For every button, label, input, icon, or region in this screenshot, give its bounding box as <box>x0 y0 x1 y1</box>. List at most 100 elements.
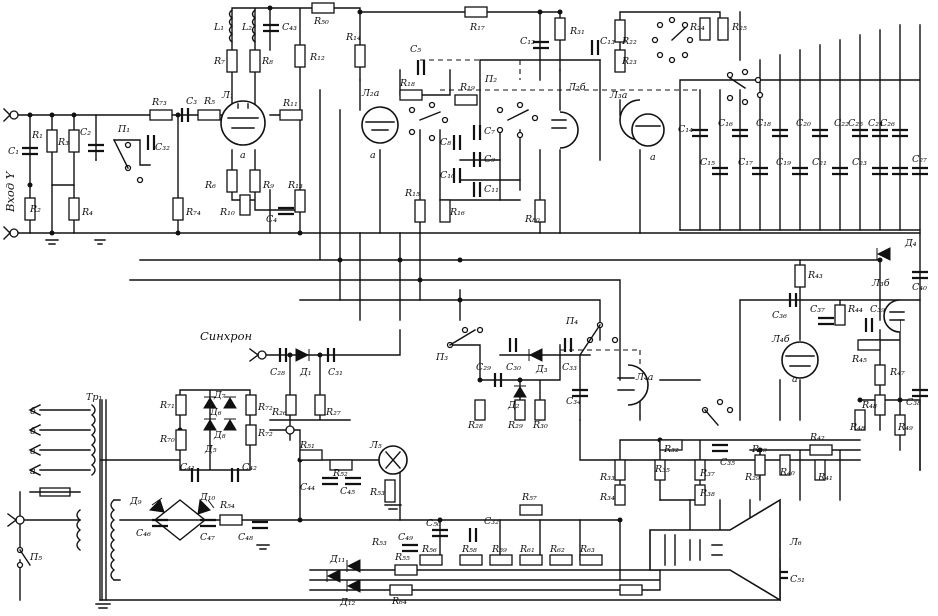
resistor-r18 <box>399 89 423 101</box>
label-r46: R₄₈ <box>849 422 865 433</box>
capacitor-c1 <box>22 146 38 156</box>
resistor-r23 <box>614 49 626 73</box>
label-winding-a1: а <box>30 466 36 477</box>
label-a3: а <box>650 152 656 163</box>
label-c37: C₃₇ <box>810 304 825 315</box>
resistor-r21 <box>245 424 257 446</box>
label-c30: C₃₀ <box>506 362 521 373</box>
resistor-r50 <box>311 2 335 14</box>
label-r25: R₂₅ <box>731 22 747 33</box>
resistor-r27 <box>314 394 326 416</box>
label-c50: C₅₀ <box>426 518 441 529</box>
resistor-r25 <box>717 17 729 41</box>
label-c26: C₂₆ <box>880 118 895 129</box>
label-r72: R₇₂ <box>257 402 273 413</box>
capacitor-c39 <box>864 318 874 332</box>
label-r2: R₂ <box>29 204 41 215</box>
label-r18: R₁₈ <box>399 78 415 89</box>
capacitor-c47 <box>200 518 216 528</box>
diode-d7 <box>223 396 237 409</box>
label-r11: R₁₁ <box>282 98 298 109</box>
resistor-r28 <box>474 399 486 421</box>
terminals <box>3 108 295 527</box>
capacitor-c33 <box>563 338 573 352</box>
resistor-r70 <box>175 429 187 451</box>
diode-d10 <box>197 498 215 515</box>
label-r51: R₅₁ <box>299 440 315 451</box>
capacitor-c41 <box>190 468 200 482</box>
label-r55: R₅₅ <box>394 552 410 563</box>
capacitor-c46 <box>152 518 168 528</box>
label-p4: П₄ <box>565 316 578 327</box>
label-c28: C₂₈ <box>270 367 285 378</box>
resistor-r4 <box>68 197 80 221</box>
resistor-r71 <box>175 394 187 416</box>
switch-p3-lower-rotary <box>726 68 764 106</box>
capacitor-c50 <box>432 528 448 538</box>
resistor-r7 <box>226 49 238 73</box>
input-terminal-top <box>9 110 19 120</box>
resistor-r3 <box>68 129 80 153</box>
resistor-r38 <box>694 484 706 506</box>
capacitor-c24 <box>892 128 908 138</box>
label-r13: R₁₃ <box>287 180 303 191</box>
label-c24: C₂₄ <box>868 118 883 129</box>
switch-p4 <box>579 321 619 356</box>
label-d2: Д₂ <box>507 400 520 411</box>
label-d6: Д₆ <box>209 407 222 418</box>
label-c35: C₃₅ <box>720 457 735 468</box>
inductor-l1 <box>228 9 234 43</box>
label-winding-b2: б <box>30 426 36 437</box>
ground-symbols <box>45 239 402 609</box>
label-d11: Д₁₁ <box>329 554 345 565</box>
label-r27: R₂₇ <box>325 407 341 418</box>
capacitor-c4 <box>278 206 294 216</box>
capacitor-c14 <box>692 128 708 138</box>
label-r31: R₃₁ <box>569 26 585 37</box>
sync-terminal <box>257 350 267 360</box>
label-d12: Д₁₂ <box>339 597 356 608</box>
label-r74: R₇₄ <box>185 207 201 218</box>
capacitor-c11 <box>472 182 482 197</box>
resistor-r34 <box>614 484 626 506</box>
tube-l1 <box>220 100 266 146</box>
label-r64: R₆₄ <box>391 596 407 607</box>
switch-p4-lower <box>701 398 734 426</box>
label-tube-l4a: Л₄а <box>635 372 654 383</box>
resistor-r48 <box>874 394 886 416</box>
label-c8: C₈ <box>440 137 451 148</box>
resistor-r37 <box>694 459 706 481</box>
label-c46: C₄₆ <box>136 528 151 539</box>
diode-d11 <box>326 569 341 583</box>
label-c11: C₁₁ <box>484 184 499 195</box>
capacitor-c19 <box>792 166 808 176</box>
resistor-r49 <box>894 414 906 436</box>
input-terminal-bottom <box>9 228 19 238</box>
resistor-r72 <box>245 394 257 416</box>
resistor-r26 <box>285 394 297 416</box>
label-r58: R₅₈ <box>461 544 477 555</box>
label-a4: а <box>792 374 798 385</box>
tube-l4b <box>781 341 819 379</box>
switch-p1 <box>113 139 144 184</box>
capacitor-c32 <box>146 135 156 150</box>
label-l5: Л₅ <box>369 440 382 451</box>
resistor-r11 <box>279 109 303 121</box>
label-r59: R₅₉ <box>491 544 507 555</box>
resistor-r29 <box>514 399 526 421</box>
resistor-r51 <box>299 449 323 461</box>
label-r17: R₁₇ <box>469 22 485 33</box>
label-r43: R₄₃ <box>807 270 823 281</box>
label-r22: R₂₂ <box>621 36 637 47</box>
diode-d6 <box>203 418 217 431</box>
resistor-r40 <box>779 454 791 476</box>
resistor-r42 <box>809 444 833 456</box>
label-r73: R₇₃ <box>151 97 167 108</box>
capacitor-c40 <box>912 270 928 280</box>
capacitor-c28 <box>278 348 288 362</box>
label-r15: R₁₅ <box>404 188 420 199</box>
capacitor-c7 <box>472 125 482 140</box>
label-l2: L₂ <box>241 22 252 33</box>
label-r53b: R₅₃ <box>371 537 387 548</box>
label-d5: Д₅ <box>204 444 217 455</box>
